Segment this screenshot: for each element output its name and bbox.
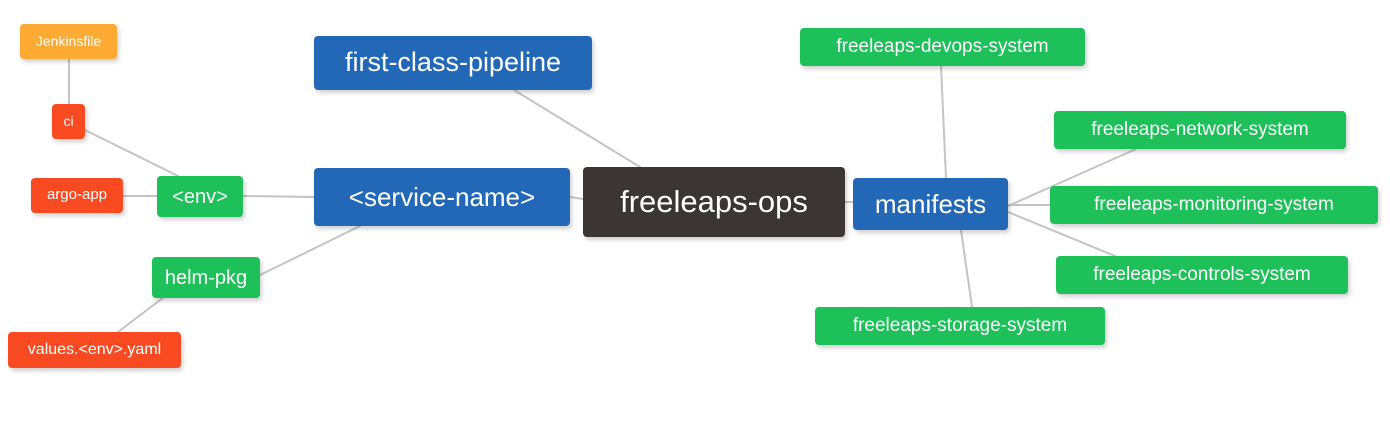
node-label-first-class-pipeline: first-class-pipeline	[344, 47, 562, 78]
edge-service-name-to-freeleaps-ops	[569, 196, 584, 200]
edge-service-name-to-helm-pkg	[259, 225, 361, 276]
node-helm-pkg[interactable]: helm-pkg	[152, 257, 260, 298]
node-ci[interactable]: ci	[52, 104, 85, 139]
node-freeleaps-monitoring-system[interactable]: freeleaps-monitoring-system	[1050, 186, 1378, 224]
node-label-freeleaps-devops-system: freeleaps-devops-system	[836, 35, 1049, 57]
node-label-env: <env>	[172, 185, 228, 208]
edge-ci-to-env	[84, 129, 179, 177]
node-env[interactable]: <env>	[157, 176, 243, 217]
node-label-ci: ci	[63, 112, 74, 129]
node-label-freeleaps-ops: freeleaps-ops	[620, 183, 808, 219]
node-freeleaps-network-system[interactable]: freeleaps-network-system	[1054, 111, 1346, 149]
node-label-freeleaps-network-system: freeleaps-network-system	[1091, 118, 1309, 140]
node-label-values-yaml: values.<env>.yaml	[27, 341, 162, 359]
node-label-argo-app: argo-app	[46, 186, 108, 204]
edge-manifests-to-freeleaps-devops-system	[940, 65, 947, 179]
node-label-service-name: <service-name>	[348, 181, 536, 212]
node-jenkinsfile[interactable]: Jenkinsfile	[20, 24, 117, 59]
node-service-name[interactable]: <service-name>	[314, 168, 570, 226]
node-label-freeleaps-controls-system: freeleaps-controls-system	[1093, 263, 1311, 285]
node-label-manifests: manifests	[874, 188, 987, 219]
node-freeleaps-ops[interactable]: freeleaps-ops	[583, 167, 845, 237]
node-label-freeleaps-storage-system: freeleaps-storage-system	[852, 314, 1068, 336]
node-freeleaps-devops-system[interactable]: freeleaps-devops-system	[800, 28, 1085, 66]
node-values-yaml[interactable]: values.<env>.yaml	[8, 332, 181, 368]
edge-env-to-service-name	[242, 195, 315, 198]
node-label-jenkinsfile: Jenkinsfile	[35, 32, 102, 49]
edge-first-class-pipeline-to-freeleaps-ops	[513, 89, 641, 168]
node-label-helm-pkg: helm-pkg	[164, 266, 248, 289]
edge-manifests-to-freeleaps-storage-system	[960, 229, 973, 308]
node-freeleaps-storage-system[interactable]: freeleaps-storage-system	[815, 307, 1105, 345]
node-freeleaps-controls-system[interactable]: freeleaps-controls-system	[1056, 256, 1348, 294]
node-label-freeleaps-monitoring-system: freeleaps-monitoring-system	[1094, 193, 1334, 215]
node-manifests[interactable]: manifests	[853, 178, 1008, 230]
node-first-class-pipeline[interactable]: first-class-pipeline	[314, 36, 592, 90]
node-argo-app[interactable]: argo-app	[31, 178, 123, 213]
